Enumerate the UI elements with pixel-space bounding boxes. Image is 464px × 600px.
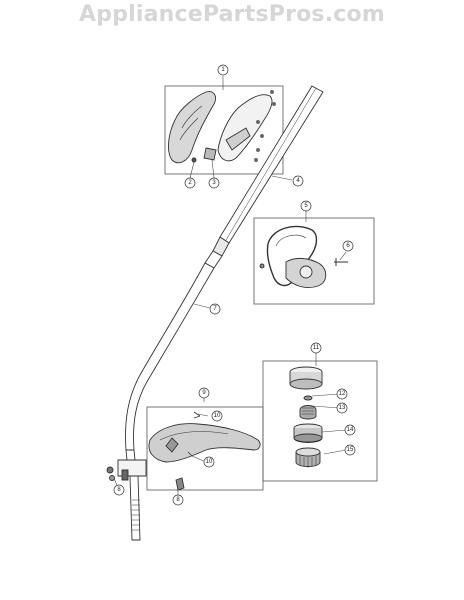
guard-icon [106,411,261,491]
callout-7: 7 [213,306,217,312]
callout-1: 1 [221,67,225,73]
trimmer-head-icon [289,366,323,468]
callout-10a-circle [211,410,223,422]
callout-13-circle [336,402,348,414]
callout-3-circle [208,177,220,189]
callout-2-circle [184,177,196,189]
callout-15-circle [344,444,356,456]
callout-7-circle [209,303,221,315]
callout-9: 9 [202,390,206,396]
callout-12-circle [336,388,348,400]
box-assist-handle-group [253,217,375,305]
handle-housing-icon [168,91,273,164]
callout-14-circle [344,424,356,436]
box-handle-group [164,85,284,175]
callout-15: 15 [347,447,354,453]
callout-10b-circle [203,456,215,468]
callout-4: 4 [296,178,300,184]
callout-8a-circle [113,484,125,496]
callout-3: 3 [212,180,216,186]
site-watermark: AppliancePartsPros.com [79,2,385,27]
callout-10b: 10 [206,459,213,465]
assist-handle-icon [259,225,348,289]
callout-11-circle [310,342,322,354]
callout-5-circle [300,200,312,212]
callout-5: 5 [304,203,308,209]
callout-6: 6 [346,243,350,249]
callout-8b: 8 [176,497,180,503]
callout-14: 14 [347,427,354,433]
callout-8b-circle [172,494,184,506]
box-guard-group [146,406,264,491]
callout-8a: 8 [117,487,121,493]
callout-11: 11 [313,345,320,351]
screw-icon [254,90,276,162]
callout-13: 13 [339,405,346,411]
callout-4-circle [292,175,304,187]
callout-12: 12 [339,391,346,397]
callout-2: 2 [188,180,192,186]
callout-9-circle [198,387,210,399]
callout-10a: 10 [214,413,221,419]
callout-6-circle [342,240,354,252]
shaft-icon [117,85,324,541]
callout-1-circle [217,64,229,76]
